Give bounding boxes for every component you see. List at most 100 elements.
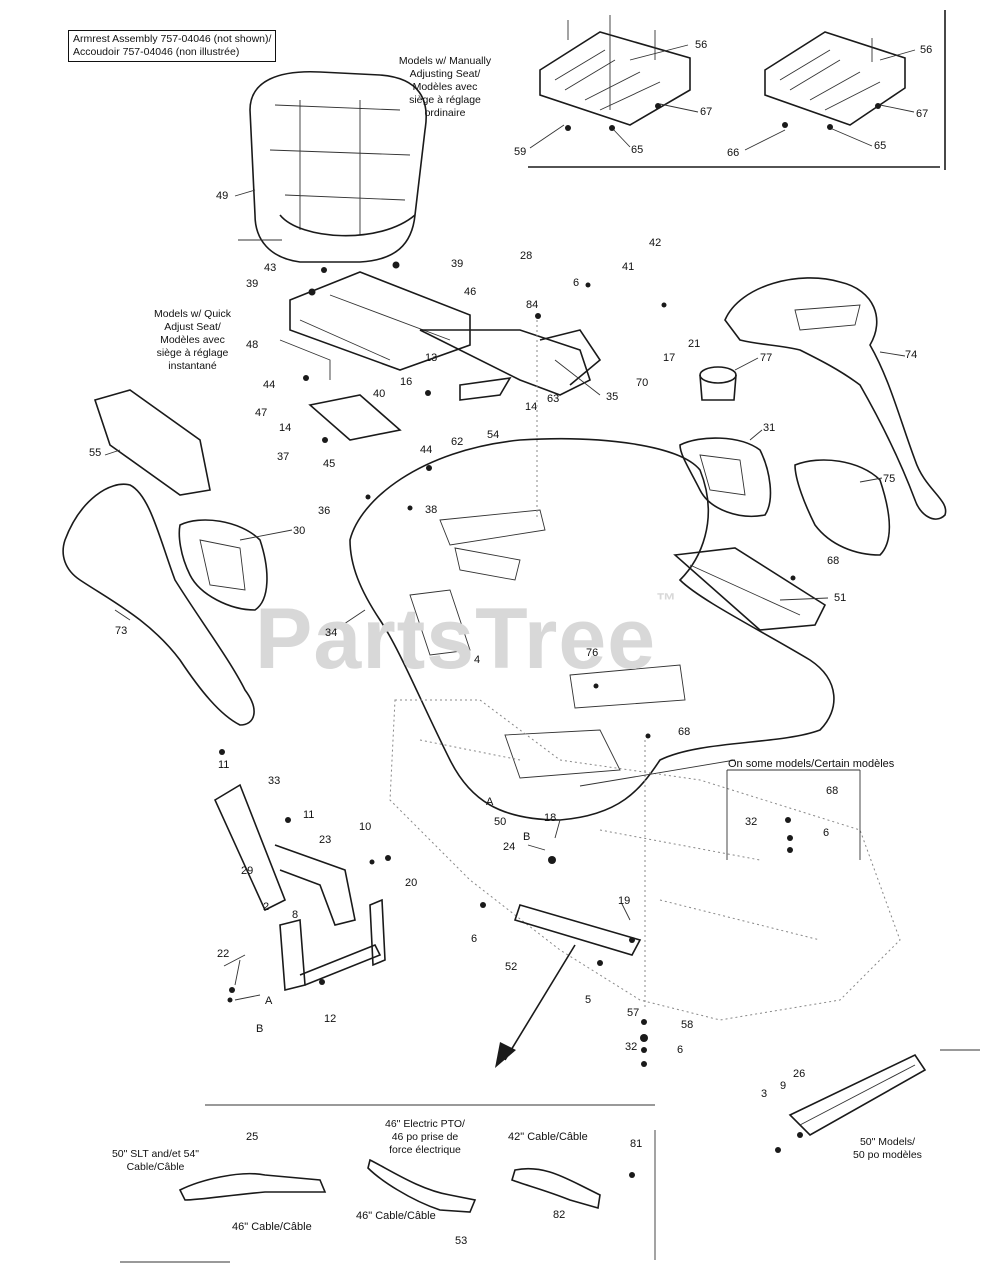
cable-50-note-line: Cable/Câble	[126, 1161, 185, 1173]
callout-39: 39	[451, 258, 464, 270]
callout-35: 35	[606, 391, 619, 403]
callout-57: 57	[627, 1007, 640, 1019]
callout-46: 46	[464, 286, 477, 298]
callout-20: 20	[405, 877, 418, 889]
manual-seat-note: Models w/ Manually Adjusting Seat/ Modèl…	[395, 55, 495, 120]
callout-56: 56	[695, 39, 708, 51]
callout-30: 30	[293, 525, 306, 537]
callout-23: 23	[319, 834, 332, 846]
callout-77: 77	[760, 352, 773, 364]
callout-75: 75	[883, 473, 896, 485]
callout-40: 40	[373, 388, 386, 400]
console-31	[679, 437, 772, 517]
callout-70: 70	[636, 377, 649, 389]
cable-42-label: 42" Cable/Câble	[508, 1131, 588, 1143]
callout-26: 26	[793, 1068, 806, 1080]
callout-14: 14	[279, 422, 292, 434]
seat-bracket-right	[764, 31, 906, 126]
callout-58: 58	[681, 1019, 694, 1031]
fender-74	[724, 277, 947, 520]
callout-22: 22	[217, 948, 230, 960]
callout-10: 10	[359, 821, 372, 833]
quick-seat-note-line: Adjust Seat/	[164, 321, 221, 333]
pto-note-line: force électrique	[389, 1144, 461, 1156]
callout-6: 6	[677, 1044, 684, 1056]
callout-21: 21	[688, 338, 701, 350]
callout-11: 11	[218, 759, 230, 771]
callout-9: 9	[780, 1080, 787, 1092]
callout-32: 32	[745, 816, 758, 828]
quick-seat-note-line: siège à réglage	[156, 347, 229, 359]
callout-A: A	[486, 796, 494, 808]
callout-55: 55	[89, 447, 102, 459]
callout-38: 38	[425, 504, 438, 516]
pto-note-line: 46 po prise de	[391, 1131, 459, 1143]
callout-76: 76	[586, 647, 599, 659]
callout-65: 65	[631, 144, 644, 156]
callout-44: 44	[263, 379, 276, 391]
callout-81: 81	[630, 1138, 643, 1150]
callout-17: 17	[663, 352, 676, 364]
callout-18: 18	[544, 812, 557, 824]
callout-34: 34	[325, 627, 338, 639]
callout-A: A	[265, 995, 273, 1007]
callout-84: 84	[526, 299, 539, 311]
callout-67: 67	[700, 106, 713, 118]
callout-62: 62	[451, 436, 464, 448]
manual-seat-note-line: Models w/ Manually	[398, 55, 492, 67]
callout-33: 33	[268, 775, 281, 787]
models-50-note-line: 50" Models/	[859, 1136, 916, 1148]
watermark-text: PartsTree	[255, 591, 657, 687]
callout-74: 74	[905, 349, 918, 361]
console-55	[93, 389, 211, 496]
callout-6: 6	[823, 827, 830, 839]
quick-seat-note-line: Models w/ Quick	[153, 308, 232, 320]
callout-13: 13	[425, 352, 438, 364]
armrest-note-line-2: Accoudoir 757-04046 (non illustrée)	[73, 46, 240, 58]
frame-outline	[389, 699, 901, 1021]
console-75	[794, 459, 891, 556]
callout-24: 24	[503, 841, 516, 853]
body-34	[349, 437, 835, 821]
callout-25: 25	[246, 1131, 259, 1143]
callout-45: 45	[323, 458, 336, 470]
callout-32: 32	[625, 1041, 638, 1053]
manual-seat-note-line: siège à réglage	[409, 94, 481, 106]
callout-37: 37	[277, 451, 290, 463]
callout-66: 66	[727, 147, 740, 159]
quick-seat-note: Models w/ Quick Adjust Seat/ Modèles ave…	[140, 308, 245, 373]
callout-B: B	[256, 1023, 264, 1035]
seat-pan	[279, 271, 471, 441]
pto-note-line: 46" Electric PTO/	[385, 1118, 465, 1130]
cable-46-label-a: 46" Cable/Câble	[232, 1221, 312, 1233]
callout-B: B	[523, 831, 531, 843]
lift-bracket-33	[213, 783, 356, 926]
armrest-note-line-1: Armrest Assembly 757-04046 (not shown)/	[73, 33, 272, 45]
cable-53	[367, 1158, 477, 1213]
callout-44: 44	[420, 444, 433, 456]
callout-68: 68	[827, 555, 840, 567]
callout-47: 47	[255, 407, 268, 419]
callout-65: 65	[874, 140, 887, 152]
callout-59: 59	[514, 146, 527, 158]
quick-seat-note-line: instantané	[168, 360, 217, 372]
callout-3: 3	[761, 1088, 768, 1100]
some-models-note: On some models/Certain modèles	[728, 758, 895, 770]
callout-12: 12	[324, 1013, 337, 1025]
callout-36: 36	[318, 505, 331, 517]
callout-6: 6	[471, 933, 478, 945]
seat-support	[419, 329, 602, 401]
callout-29: 29	[241, 865, 254, 877]
callout-50: 50	[494, 816, 507, 828]
callout-54: 54	[487, 429, 500, 441]
manual-seat-note-line: Modèles avec	[412, 81, 478, 93]
callout-39: 39	[246, 278, 259, 290]
cable-82	[511, 1167, 601, 1210]
callout-41: 41	[622, 261, 635, 273]
callout-68: 68	[826, 785, 839, 797]
manual-seat-note-line: ordinaire	[424, 107, 466, 119]
callout-16: 16	[400, 376, 413, 388]
callout-43: 43	[264, 262, 277, 274]
